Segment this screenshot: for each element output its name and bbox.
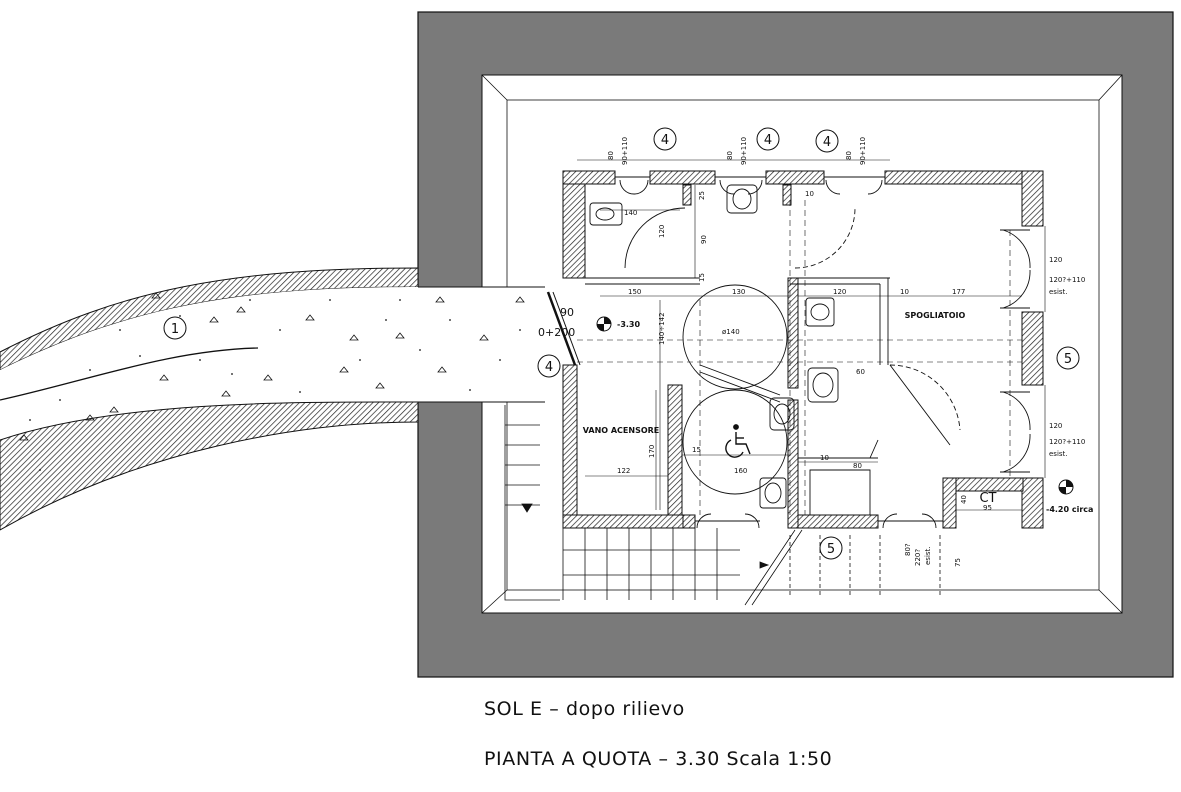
dim-75: 75 xyxy=(954,558,962,567)
dim-122: 122 xyxy=(617,467,630,475)
door-dim-80: 80? xyxy=(904,543,912,556)
level-ct: -4.20 circa xyxy=(1046,505,1093,514)
dim-60: 60 xyxy=(856,368,865,376)
dim-90-110-c: 90+110 xyxy=(859,137,867,165)
dim-90-v: 90 xyxy=(700,235,708,244)
dim-120-b: 120 xyxy=(833,288,846,296)
staircase xyxy=(504,405,941,606)
dim-170: 170 xyxy=(648,445,656,458)
marker-door-left: 4 xyxy=(545,360,553,375)
dim-10-top: 10 xyxy=(805,190,814,198)
dim-140-142: 140÷142 xyxy=(658,312,666,345)
dim-130: 130 xyxy=(732,288,745,296)
dim-80-a: 80 xyxy=(607,151,615,160)
dim-15: 15 xyxy=(698,273,706,282)
dim-25: 25 xyxy=(698,191,706,200)
drawing-caption-scale: PIANTA A QUOTA – 3.30 Scala 1:50 xyxy=(484,748,833,770)
dim-140: 140 xyxy=(624,209,637,217)
dim-10-b: 10 xyxy=(820,454,829,462)
dim-15-b: 15 xyxy=(692,446,701,454)
marker-door-a: 4 xyxy=(661,133,669,148)
dim-80-c: 80 xyxy=(845,151,853,160)
dim-90-110-b: 90+110 xyxy=(740,137,748,165)
room-label-ct: CT xyxy=(979,491,996,506)
marker-right: 5 xyxy=(1064,352,1072,367)
entrance-dim-90: 90 xyxy=(560,306,574,319)
dim-150: 150 xyxy=(628,288,641,296)
room-label-vano-ascensore: VANO ACENSORE xyxy=(583,426,660,435)
dim-10: 10 xyxy=(900,288,909,296)
window-b-size: 120?+110 xyxy=(1049,438,1085,446)
marker-circles xyxy=(163,127,1080,560)
marker-door-c: 4 xyxy=(823,135,831,150)
door-dim-note: esist. xyxy=(924,546,932,565)
dim-80-d: 80 xyxy=(853,462,862,470)
wheelchair-icon xyxy=(725,424,751,458)
marker-door-b: 4 xyxy=(764,133,772,148)
window-a-size: 120?+110 xyxy=(1049,276,1085,284)
building-walls xyxy=(562,170,1044,529)
marker-path: 1 xyxy=(171,322,179,337)
walkway xyxy=(0,267,545,531)
marker-bottom: 5 xyxy=(827,542,835,557)
drawing-caption-title: SOL E – dopo rilievo xyxy=(484,698,685,720)
dim-90-110-a: 90+110 xyxy=(621,137,629,165)
window-a-note: esist. xyxy=(1049,288,1068,296)
entrance-dim-0-200: 0+200 xyxy=(538,326,575,339)
dim-95: 95 xyxy=(983,504,992,512)
dim-diameter-140: ø140 xyxy=(722,328,740,336)
window-b-width: 120 xyxy=(1049,422,1062,430)
interior-lines xyxy=(546,159,1046,529)
dim-80-b: 80 xyxy=(726,151,734,160)
drawing-labels: 1 4 4 4 4 5 5 SPOGLIATOIO VANO ACENSORE … xyxy=(171,133,1094,567)
dim-40: 40 xyxy=(960,495,968,504)
window-b-note: esist. xyxy=(1049,450,1068,458)
dim-160: 160 xyxy=(734,467,747,475)
level-symbols xyxy=(596,316,1074,495)
level-main: -3.30 xyxy=(617,320,640,329)
window-a-width: 120 xyxy=(1049,256,1062,264)
room-label-spogliatoio: SPOGLIATOIO xyxy=(905,311,966,320)
dim-177: 177 xyxy=(952,288,965,296)
door-dim-220: 220? xyxy=(914,549,922,566)
dim-120-a: 120 xyxy=(658,225,666,238)
